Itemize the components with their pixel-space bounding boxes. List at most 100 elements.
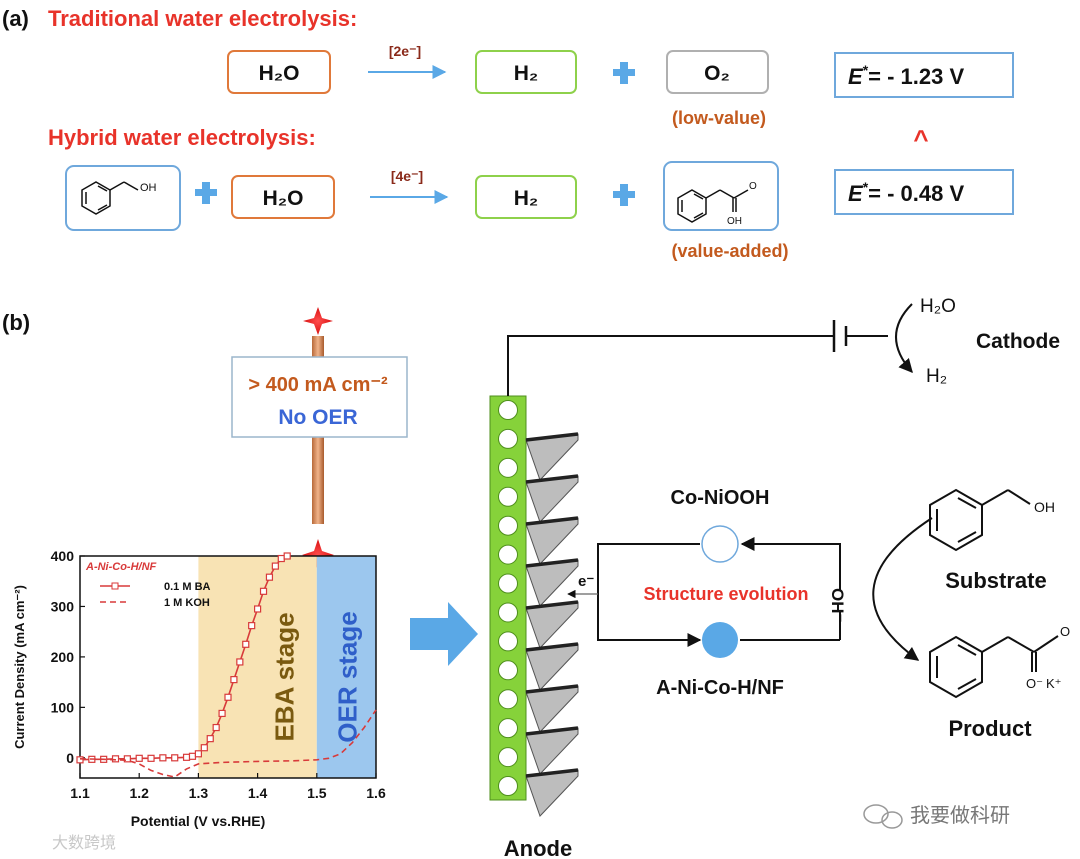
data-point [212, 723, 220, 732]
chart-title: A-Ni-Co-H/NF [85, 561, 157, 573]
data-point [123, 755, 131, 763]
catalyst-layer [525, 433, 579, 481]
h2o-text-traditional: H₂O [259, 62, 300, 85]
catalyst-edge [525, 768, 579, 778]
plus-icon [613, 184, 635, 206]
x-tick-label: 1.1 [70, 785, 90, 801]
e-star-hybrid: E*= - 0.48 V [848, 179, 964, 206]
catalyst-layer [525, 769, 579, 817]
data-point [271, 562, 279, 570]
panel-b-label: (b) [2, 310, 30, 335]
product-label: Product [948, 716, 1032, 741]
h2o-text-hybrid: H₂O [263, 187, 304, 210]
legend-label: 0.1 M BA [164, 581, 211, 593]
phenylacetic-acid-box [663, 161, 779, 231]
data-point [236, 658, 244, 666]
x-tick-label: 1.4 [248, 785, 268, 801]
catalyst-label: A-Ni-Co-H/NF [656, 677, 784, 699]
data-point [147, 754, 155, 762]
plot-frame [79, 555, 377, 779]
co-niooh-circle [701, 525, 739, 563]
y-tick-label: 0 [66, 750, 74, 766]
cathode-h2: H₂ [926, 366, 947, 387]
cycle-top-arrow [740, 537, 841, 590]
catalyst-layer [525, 685, 579, 733]
cathode-label: Cathode [976, 330, 1060, 353]
mesh-hole [498, 631, 518, 652]
watermark-right: 我要做科研 [910, 804, 1010, 827]
callout-current: > 400 mA cm⁻² [248, 374, 388, 396]
product-o: O [1060, 624, 1070, 639]
anode-mesh [489, 395, 527, 801]
data-point [242, 640, 250, 648]
stage-region [316, 556, 376, 778]
data-point [254, 605, 262, 613]
value-added-label: (value-added) [671, 241, 788, 261]
spark-icon [302, 539, 334, 571]
electrons-2-label: [2e⁻] [389, 43, 421, 59]
anode-electrode [489, 395, 579, 817]
electrons-4-label: [4e⁻] [391, 168, 423, 184]
catalyst-edge [525, 558, 579, 568]
o2-box [666, 50, 769, 94]
mesh-hole [498, 573, 518, 594]
cathode-reaction-arrow [895, 303, 913, 374]
data-point [230, 676, 238, 684]
h2-text-traditional: H₂ [514, 62, 539, 85]
data-point [206, 735, 214, 743]
traditional-title: Traditional water electrolysis: [48, 6, 357, 31]
substrate-structure [929, 488, 1031, 552]
data-point [277, 554, 285, 563]
mesh-hole [498, 457, 518, 478]
y-tick-label: 300 [51, 598, 75, 614]
data-point [188, 752, 197, 760]
callout-sign [231, 356, 408, 438]
mesh-hole [498, 602, 518, 623]
product-o-minus: O⁻ [1026, 676, 1043, 691]
cathode-h2o: H₂O [920, 296, 956, 317]
h2o-box-hybrid [231, 175, 335, 219]
y-axis-label: Current Density (mA cm⁻²) [12, 585, 27, 749]
h2o-box-traditional [227, 50, 331, 94]
mesh-hole [498, 400, 518, 420]
h2-box-hybrid [475, 175, 577, 219]
mesh-hole [498, 544, 518, 565]
stage-label: EBA stage [270, 612, 300, 741]
plus-icon [195, 182, 217, 204]
o2-text: O₂ [704, 62, 730, 85]
h2-box-traditional [475, 50, 577, 94]
mesh-hole [498, 515, 518, 536]
data-point [76, 756, 84, 764]
catalyst-edge [525, 684, 579, 694]
data-point [200, 744, 208, 752]
phenylacetic-acid-structure [677, 189, 749, 223]
callout-no-oer: No OER [278, 406, 357, 429]
x-axis-label: Potential (V vs.RHE) [131, 813, 266, 829]
y-tick-label: 100 [51, 699, 75, 715]
benzyl-alcohol-box [65, 165, 181, 231]
catalyst-layer [525, 517, 579, 565]
data-point [111, 755, 120, 763]
mesh-hole [498, 776, 518, 796]
legend-label: 1 M KOH [164, 597, 210, 609]
catalyst-edge [525, 516, 579, 526]
structure-evolution-label: Structure evolution [643, 584, 808, 604]
catalyst-layer [525, 475, 579, 523]
catalyst-circle [702, 622, 738, 658]
mesh-hole [498, 660, 518, 681]
data-point [248, 622, 256, 630]
e-star-hybrid-box [834, 169, 1014, 215]
product-structure [929, 635, 1059, 699]
watermark-left: 大数跨境 [52, 833, 116, 852]
data-point [218, 709, 226, 718]
catalyst-edge [525, 642, 579, 652]
benzyl-alcohol-structure [81, 181, 139, 215]
data-point [259, 587, 268, 595]
acid-o-label: O [749, 181, 757, 192]
benzyl-oh-label: OH [140, 182, 157, 194]
substrate-label: Substrate [945, 568, 1046, 593]
electron-label: e⁻ [578, 573, 594, 590]
series-line [79, 709, 377, 778]
anode-label: Anode [504, 836, 572, 859]
